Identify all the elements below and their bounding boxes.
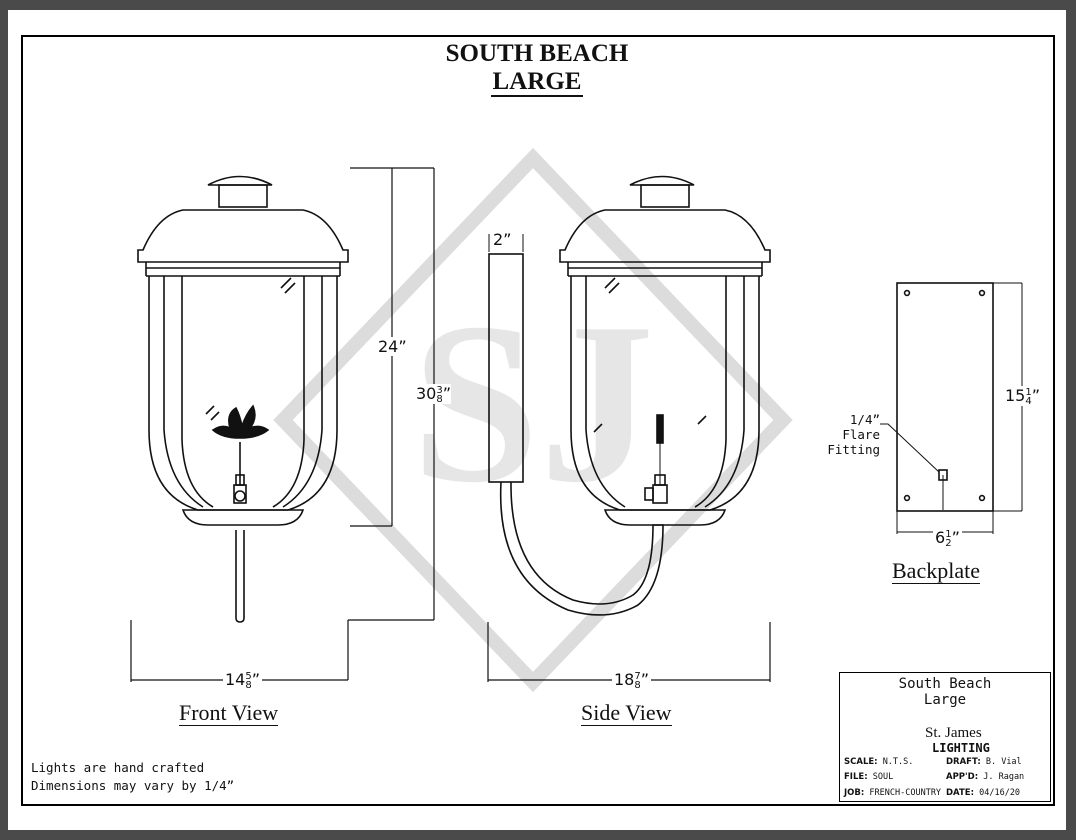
drawing-border [21,35,1055,806]
flare-fitting-line1: 1/4” Flare [842,412,880,442]
watermark-logo: SJ [273,147,793,693]
flare-fitting-callout: 1/4” Flare Fitting [808,412,880,457]
approved-field: APP'D: J. Ragan [946,772,1025,782]
drawing-subtitle: LARGE [490,68,584,97]
job-field: JOB: FRENCH-COUNTRY [844,788,942,798]
side-view-label: Side View [581,700,672,726]
watermark-text: SJ [412,275,655,530]
front-view-label: Front View [179,700,279,726]
drawing-title: SOUTH BEACH [445,40,629,67]
company-name: St. James [925,725,982,741]
scale-field: SCALE: N.T.S. [844,757,914,767]
company-subtitle: LIGHTING [932,741,990,755]
title-block: South Beach Large St. James LIGHTING SCA… [839,672,1051,802]
date-field: DATE: 04/16/20 [946,788,1021,798]
drawing-sheet: SJ [8,10,1066,830]
side-view-lantern [488,175,771,616]
title-block-name: South Beach Large [898,676,992,708]
draft-field: DRAFT: B. Vial [946,757,1022,767]
drawing-canvas: SJ [130,147,1050,800]
file-field: FILE: SOUL [844,772,894,782]
side-arm-width-label: 2” [493,230,512,249]
note-dimensions: Dimensions may vary by 1/4” [31,778,235,793]
front-lantern-height-label: 24” [378,337,407,356]
flare-fitting-line2: Fitting [827,442,880,457]
note-hand-crafted: Lights are hand crafted [31,760,205,775]
backplate-label: Backplate [892,558,980,584]
backplate-drawing [880,282,1023,534]
front-view-lantern [137,175,349,623]
flame-icon [211,404,270,439]
